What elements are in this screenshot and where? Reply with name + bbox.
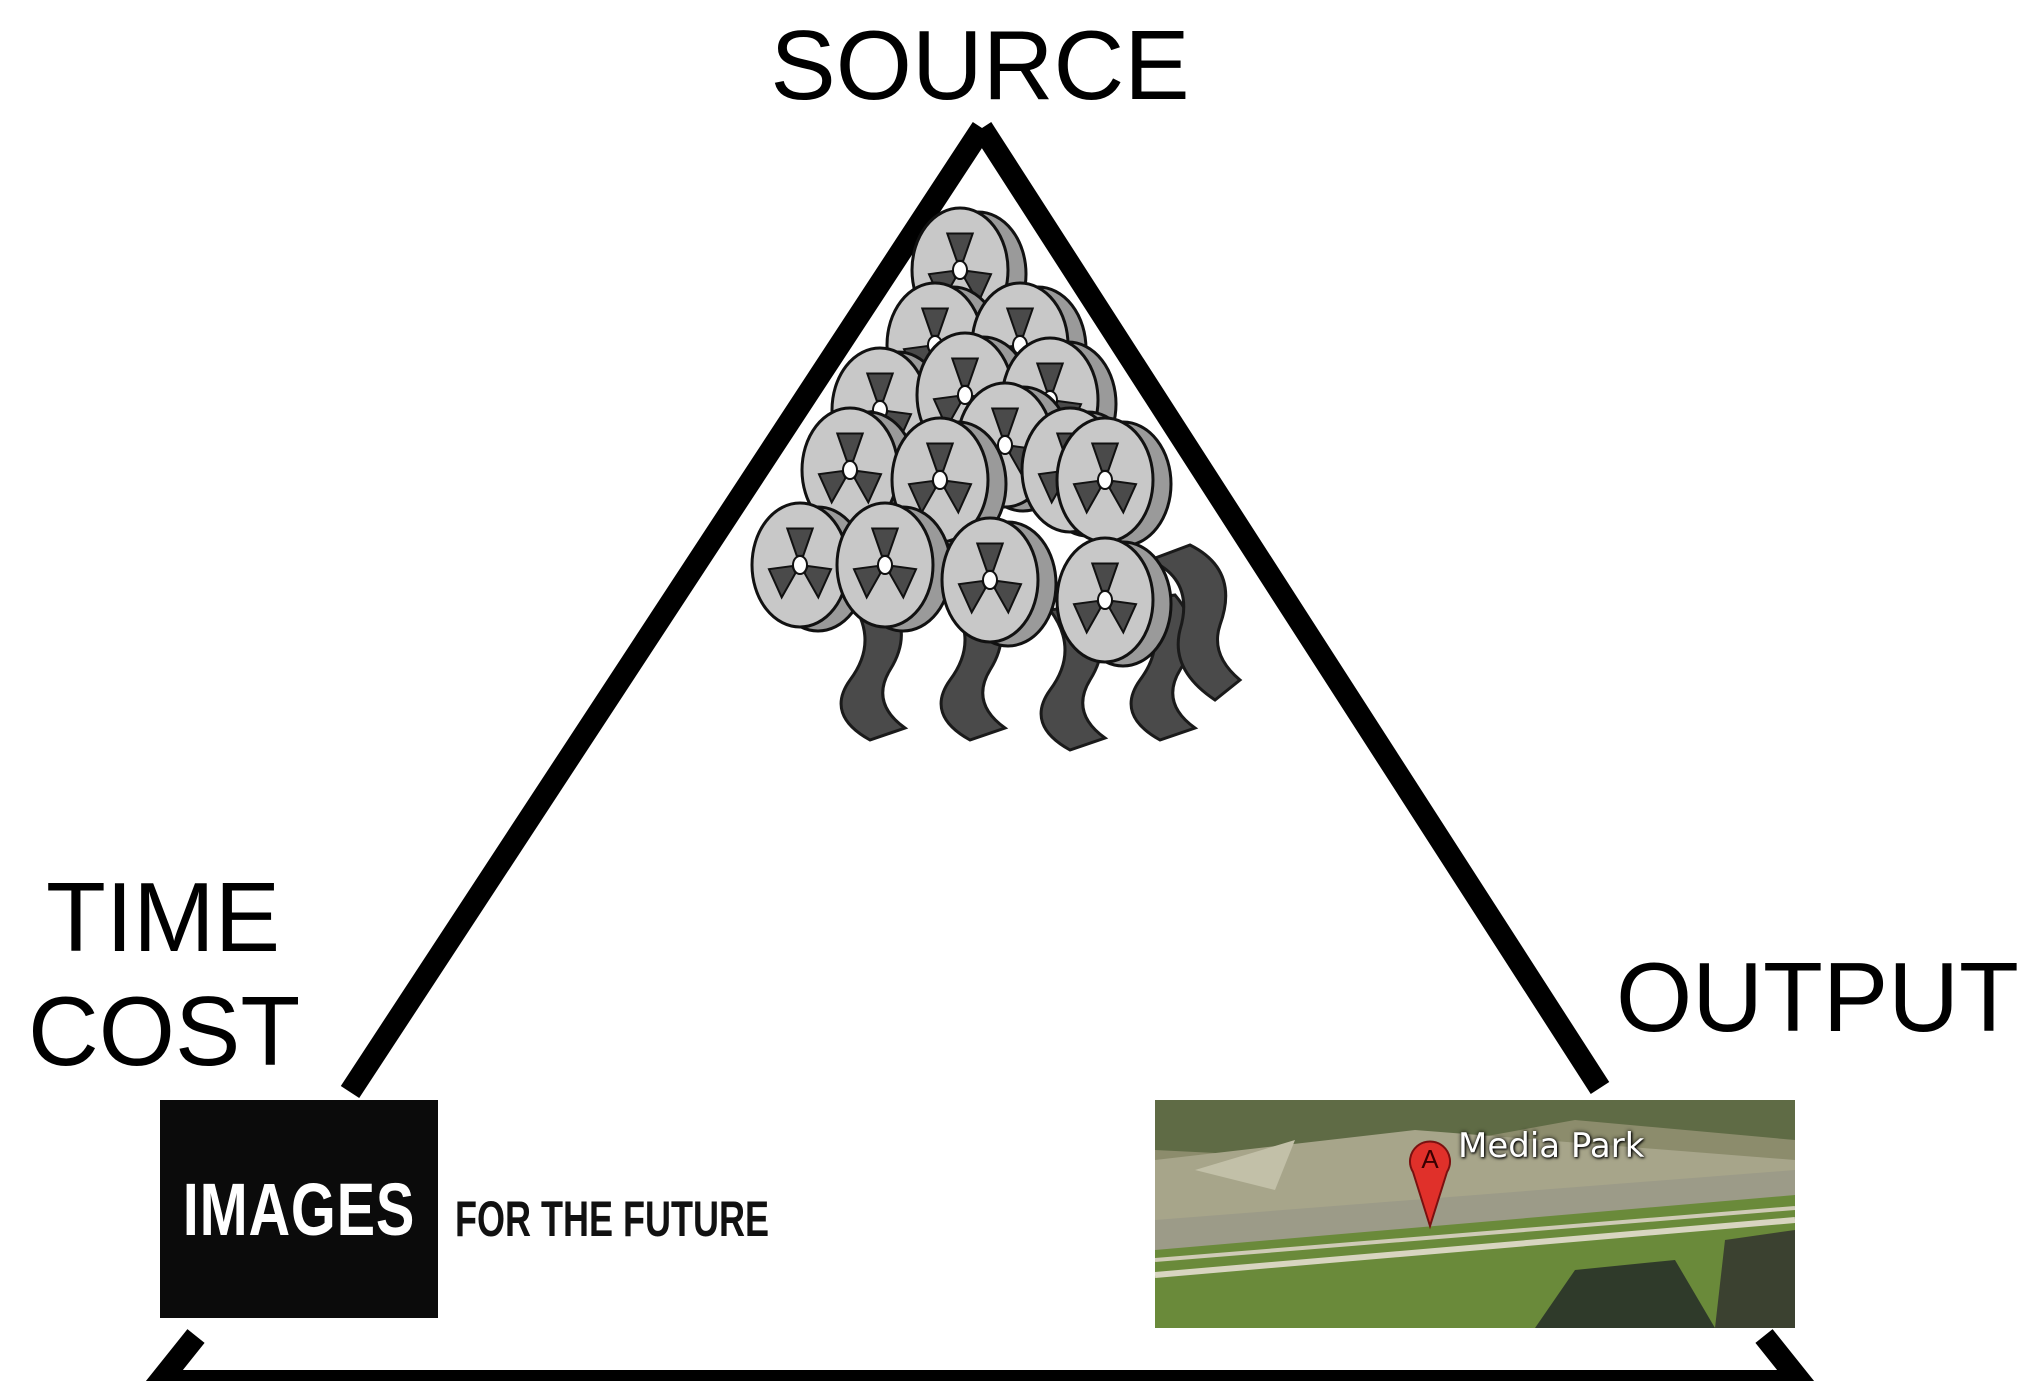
label-cost: COST <box>28 976 301 1086</box>
triangle-bottom-edge <box>145 1329 1815 1381</box>
map-thumbnail <box>1155 1100 1795 1328</box>
label-source: SOURCE <box>770 10 1190 120</box>
label-output: OUTPUT <box>1616 942 2019 1052</box>
film-reel-15 <box>1055 536 1173 668</box>
film-reel-13 <box>835 501 953 633</box>
triangle-left-edge <box>340 121 992 1099</box>
map-place-name: Media Park <box>1458 1126 1645 1166</box>
film-strips <box>839 543 1243 752</box>
logo-tagline: FOR THE FUTURE <box>455 1191 769 1247</box>
film-reels-icon <box>750 206 1173 668</box>
label-time: TIME <box>46 862 281 972</box>
logo-images-for-the-future: IMAGES <box>160 1100 438 1318</box>
map-marker-icon: A <box>1409 1140 1451 1230</box>
film-reel-14 <box>940 516 1058 648</box>
logo-word: IMAGES <box>182 1167 416 1251</box>
film-reel-11 <box>1055 416 1173 548</box>
map-pin-letter: A <box>1421 1144 1439 1174</box>
triangle-right-edge <box>972 122 1610 1094</box>
